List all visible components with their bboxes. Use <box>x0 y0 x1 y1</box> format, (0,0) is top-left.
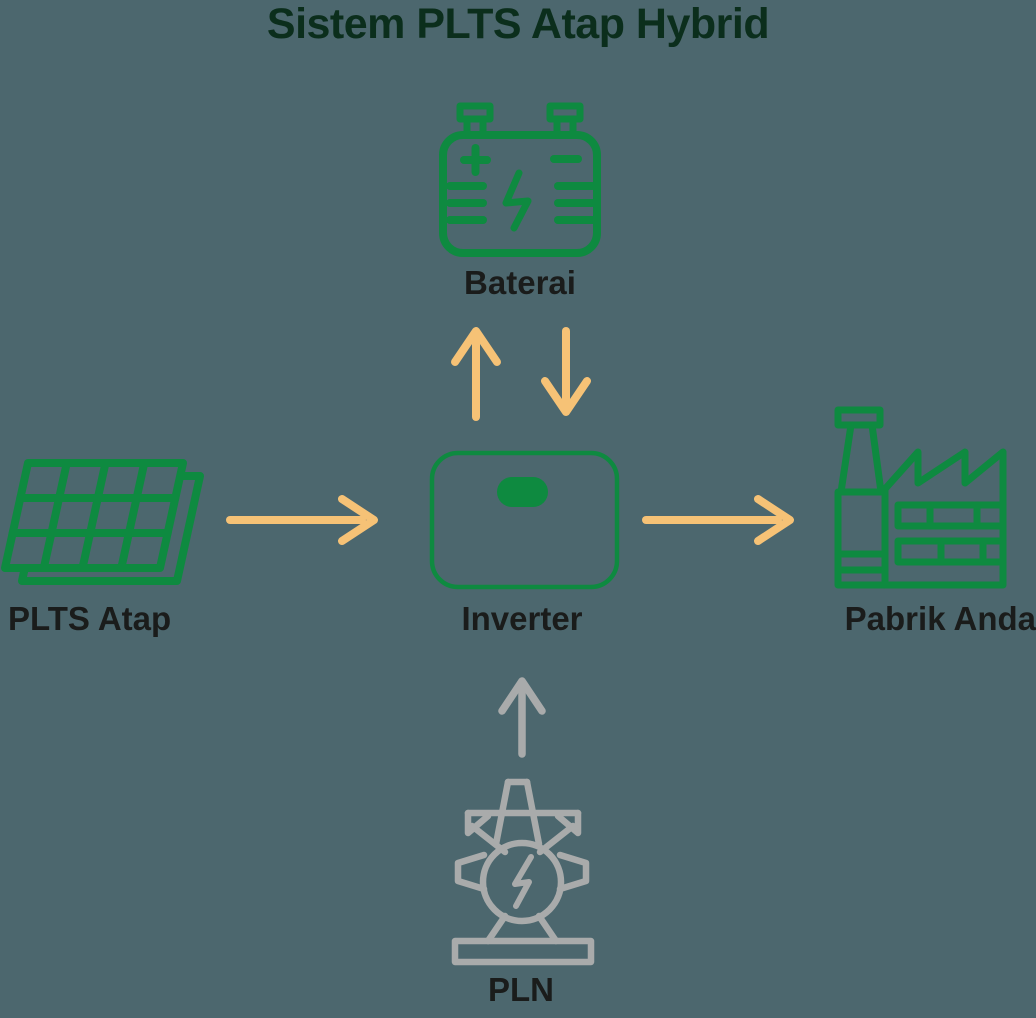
diagram-title: Sistem PLTS Atap Hybrid <box>266 0 770 48</box>
power-transformer-icon <box>451 778 595 966</box>
solar-label: PLTS Atap <box>8 600 172 637</box>
arrow-solar-to-inverter <box>226 495 378 545</box>
arrow-battery-to-inverter <box>541 327 591 416</box>
grid-label: PLN <box>488 971 554 1008</box>
arrow-grid-to-inverter <box>498 677 546 758</box>
factory-label: Pabrik Anda <box>844 600 1036 637</box>
arrow-inverter-to-factory <box>642 495 794 545</box>
solar-panel-icon <box>1 459 204 585</box>
inverter-label: Inverter <box>461 600 583 637</box>
arrow-inverter-to-battery <box>451 327 501 421</box>
factory-icon <box>834 406 1007 589</box>
battery-label: Baterai <box>464 264 576 301</box>
car-battery-icon <box>439 102 601 257</box>
inverter-icon <box>429 450 620 590</box>
